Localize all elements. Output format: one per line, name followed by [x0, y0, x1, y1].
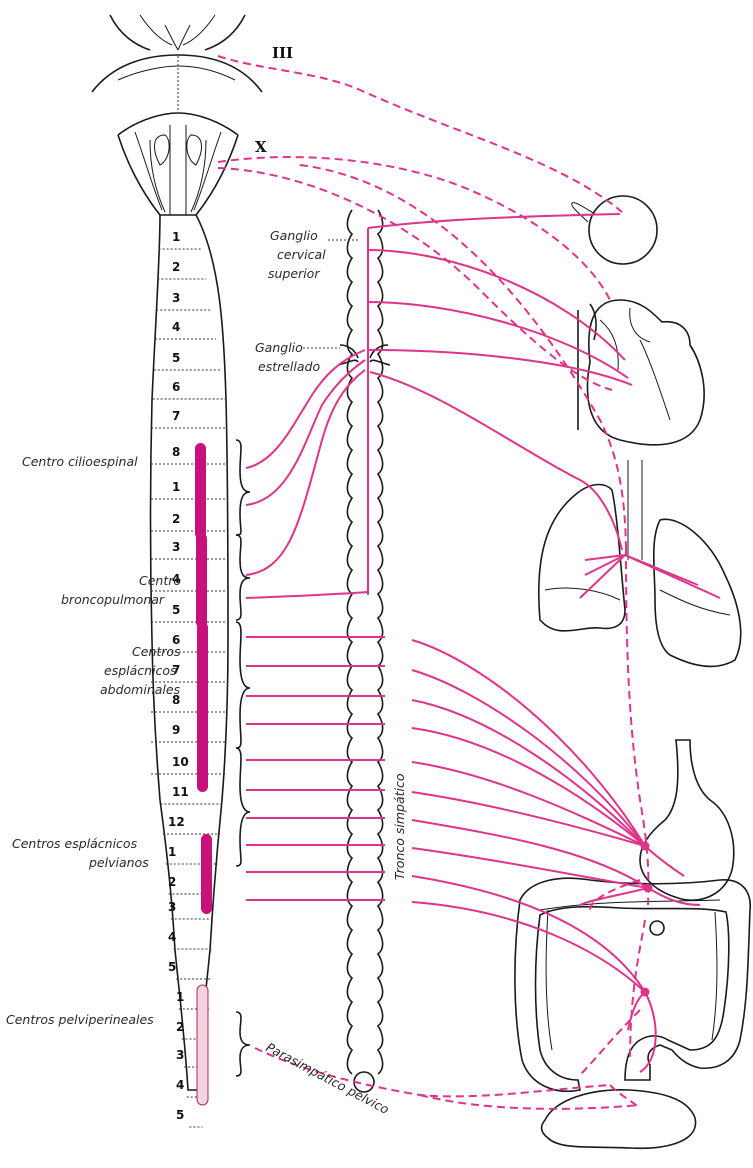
label-ganglio-estrellado-2: estrellado: [258, 359, 320, 374]
braces: [236, 440, 250, 1076]
segment-number: 4: [168, 930, 176, 944]
midbrain-outline: [92, 15, 262, 92]
segment-number: 10: [172, 755, 189, 769]
sympathetic-fibers: [246, 214, 720, 1072]
bladder: [542, 1090, 696, 1148]
segment-number: 3: [172, 540, 180, 554]
colon: [515, 878, 750, 1091]
segment-number: 11: [172, 785, 189, 799]
segment-number: 1: [172, 230, 180, 244]
segment-number: 4: [176, 1078, 184, 1092]
segment-number: 5: [168, 960, 176, 974]
segment-number: 3: [176, 1048, 184, 1062]
label-centros-abdominales-3: abdominales: [100, 682, 181, 697]
segment-number: 9: [172, 723, 180, 737]
segment-number: 4: [172, 320, 180, 334]
cranial-nerve-III-label: III: [272, 44, 293, 62]
label-ganglio-cervical-1: Ganglio: [270, 228, 318, 243]
segment-number: 5: [172, 351, 180, 365]
label-ganglio-estrellado: Ganglio estrellado: [255, 340, 340, 374]
center-broncopulmonar-bar: [196, 533, 207, 628]
cranial-nerve-X-label: X: [255, 138, 267, 156]
label-centros-abdominales-2: esplácnicos: [104, 663, 177, 678]
center-pelviperineales-bar: [197, 985, 208, 1105]
center-cilioespinal-bar: [195, 443, 206, 539]
segment-number: 3: [168, 900, 176, 914]
lungs: [539, 460, 741, 666]
label-ganglio-cervical-2: cervical: [277, 247, 326, 262]
segment-number: 2: [168, 875, 176, 889]
segment-number: 8: [172, 445, 180, 459]
label-centros-pelvianos-2: pelvianos: [88, 855, 149, 870]
stomach: [640, 740, 734, 900]
parasympathetic-fibers: [218, 56, 648, 1109]
center-esplacnicos-abdominales-bar: [197, 622, 208, 792]
label-ganglio-estrellado-1: Ganglio: [255, 340, 303, 355]
label-centro-broncopulmonar-1: Centro: [139, 573, 181, 588]
segment-number: 1: [168, 845, 176, 859]
label-centros-pelvianos-1: Centros esplácnicos: [12, 836, 138, 851]
segment-number: 12: [168, 815, 185, 829]
label-centros-abdominales-1: Centros: [132, 644, 181, 659]
label-centro-cilioespinal: Centro cilioespinal: [22, 454, 138, 469]
medulla-outline: [118, 113, 238, 215]
center-esplacnicos-pelvianos-bar: [201, 834, 212, 914]
segment-number: 2: [172, 260, 180, 274]
segment-number: 2: [172, 512, 180, 526]
label-centros-pelviperineales: Centros pelviperineales: [6, 1012, 154, 1027]
label-centro-broncopulmonar-2: broncopulmonar: [61, 592, 165, 607]
segment-number: 5: [172, 603, 180, 617]
label-tronco-simpatico: Tronco simpático: [392, 773, 407, 880]
segment-number: 6: [172, 380, 180, 394]
label-ganglio-cervical-3: superior: [268, 266, 320, 281]
segment-number: 1: [176, 990, 184, 1004]
sympathetic-trunk: [338, 210, 390, 1092]
heart: [578, 300, 704, 445]
sympathetic-centers: [195, 443, 212, 1105]
segment-number: 7: [172, 409, 180, 423]
segment-number: 5: [176, 1108, 184, 1122]
eye: [572, 196, 657, 264]
segment-number: 2: [176, 1020, 184, 1034]
segment-number: 1: [172, 480, 180, 494]
label-ganglio-cervical: Ganglio cervical superior: [268, 228, 360, 281]
segment-number: 3: [172, 291, 180, 305]
